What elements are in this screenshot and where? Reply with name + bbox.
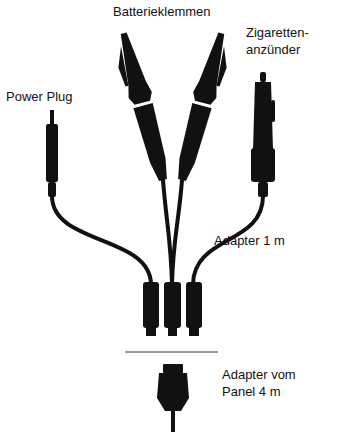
battery-clamp-left (110, 30, 174, 184)
power-plug-cable (52, 196, 151, 284)
label-text: Zigaretten- anzünder (246, 24, 330, 58)
label-text: Adapter 1 m (214, 232, 285, 249)
panel-connector (157, 364, 189, 411)
cigarette-plug (251, 72, 275, 197)
panel-cable (171, 410, 175, 432)
label-text: Power Plug (6, 88, 72, 105)
adapter-connectors (143, 282, 202, 336)
label-text: Adapter vom Panel 4 m (222, 366, 322, 400)
separator-line (125, 352, 218, 353)
power-plug (46, 110, 58, 197)
battery-clamp-right (170, 30, 234, 184)
label-text: Batterieklemmen (113, 3, 211, 20)
clamp-cable-left (163, 180, 172, 284)
clamp-cable-right (172, 180, 182, 284)
